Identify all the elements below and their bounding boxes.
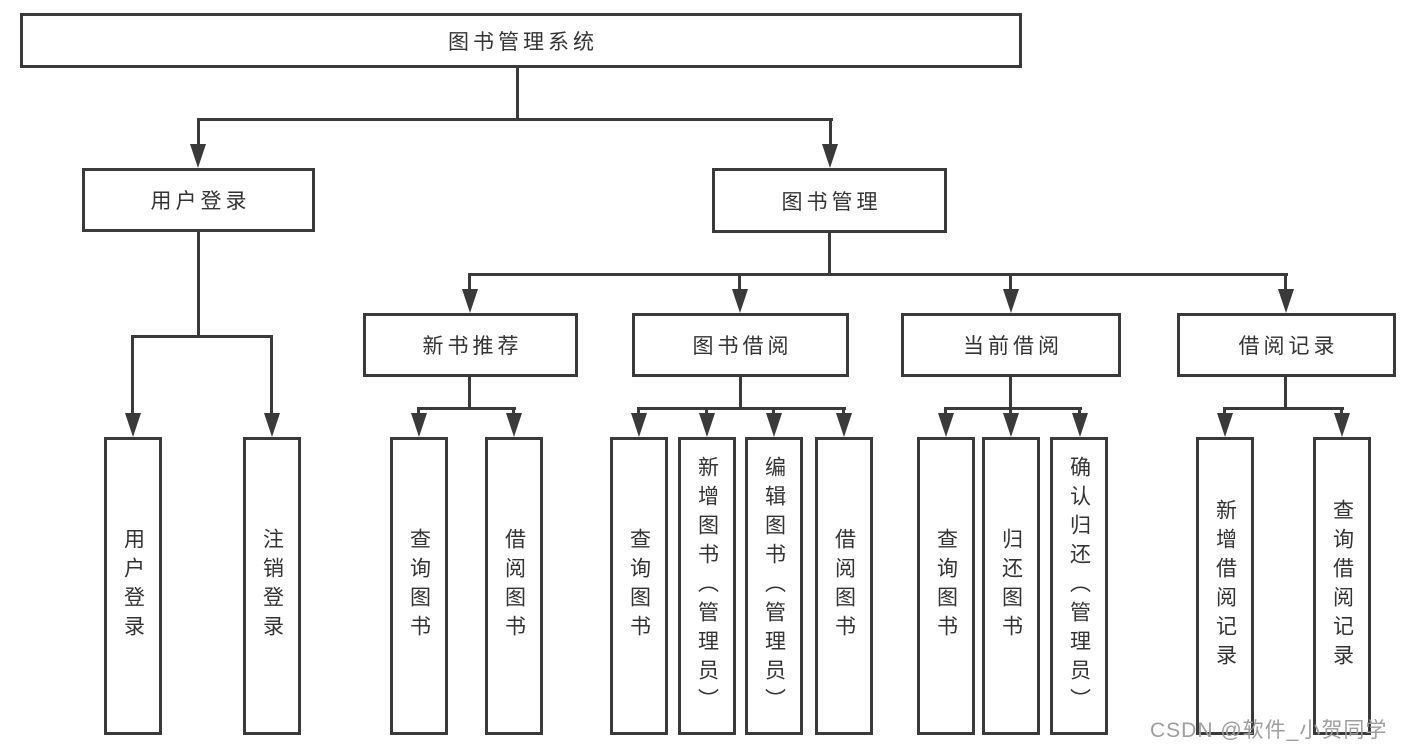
arrow-down-icon bbox=[836, 413, 852, 437]
leaf-query-borrow-record: 查询借阅记录 bbox=[1313, 437, 1371, 735]
node-book-management-label: 图书管理 bbox=[781, 190, 882, 214]
leaf-user-login-label: 用户登录 bbox=[121, 528, 145, 644]
connector-line bbox=[828, 233, 831, 276]
node-book-management: 图书管理 bbox=[712, 168, 947, 233]
leaf-borrow-books-label: 借阅图书 bbox=[502, 528, 526, 644]
connector-line bbox=[1009, 407, 1012, 415]
connector-line bbox=[829, 118, 832, 146]
connector-line bbox=[417, 407, 420, 415]
arrow-down-icon bbox=[462, 289, 478, 313]
connector-line bbox=[1340, 407, 1343, 415]
connector-line bbox=[270, 335, 273, 415]
leaf-query-borrow-record-label: 查询借阅记录 bbox=[1330, 499, 1354, 673]
node-current-borrow-label: 当前借阅 bbox=[963, 335, 1063, 358]
connector-line bbox=[512, 407, 515, 415]
arrow-down-icon bbox=[766, 413, 782, 437]
connector-line bbox=[516, 68, 519, 121]
arrow-down-icon bbox=[938, 413, 954, 437]
node-new-book-recommend: 新书推荐 bbox=[363, 313, 578, 377]
leaf-add-books-admin-label: 新增图书（管理员） bbox=[695, 455, 719, 717]
leaf-query-books-label: 查询图书 bbox=[407, 528, 431, 644]
leaf-user-login: 用户登录 bbox=[104, 437, 162, 735]
connector-line bbox=[944, 407, 1082, 410]
node-root-label: 图书管理系统 bbox=[448, 30, 598, 54]
arrow-down-icon bbox=[1278, 289, 1294, 313]
arrow-down-icon bbox=[1072, 413, 1088, 437]
arrow-down-icon bbox=[190, 144, 206, 168]
watermark: CSDN @软件_小贺同学 bbox=[1150, 719, 1388, 742]
connector-line bbox=[197, 118, 833, 121]
arrow-down-icon bbox=[1334, 413, 1350, 437]
leaf-confirm-return-admin-label: 确认归还（管理员） bbox=[1067, 455, 1091, 717]
connector-line bbox=[197, 232, 200, 337]
connector-line bbox=[1009, 273, 1012, 292]
leaf-return-books-label: 归还图书 bbox=[999, 528, 1023, 644]
arrow-down-icon bbox=[732, 289, 748, 313]
connector-line bbox=[1223, 407, 1226, 415]
arrow-down-icon bbox=[125, 413, 141, 437]
leaf-return-books: 归还图书 bbox=[982, 437, 1040, 735]
leaf-confirm-return-admin: 确认归还（管理员） bbox=[1050, 437, 1108, 735]
arrow-down-icon bbox=[699, 413, 715, 437]
connector-line bbox=[468, 273, 1288, 276]
leaf-logout-label: 注销登录 bbox=[260, 528, 284, 644]
connector-line bbox=[131, 335, 134, 415]
connector-line bbox=[131, 335, 273, 338]
connector-line bbox=[772, 407, 775, 415]
leaf-query-books-label: 查询图书 bbox=[627, 528, 651, 644]
node-borrow-records-label: 借阅记录 bbox=[1238, 335, 1339, 358]
node-root: 图书管理系统 bbox=[20, 13, 1022, 68]
connector-line bbox=[1078, 407, 1081, 415]
connector-line bbox=[1284, 377, 1287, 410]
arrow-down-icon bbox=[506, 413, 522, 437]
node-book-borrow: 图书借阅 bbox=[632, 313, 849, 377]
arrow-down-icon bbox=[631, 413, 647, 437]
node-new-book-recommend-label: 新书推荐 bbox=[422, 335, 523, 358]
connector-line bbox=[637, 407, 846, 410]
connector-line bbox=[705, 407, 708, 415]
leaf-query-books: 查询图书 bbox=[390, 437, 448, 735]
connector-line bbox=[739, 377, 742, 410]
connector-line bbox=[1223, 407, 1344, 410]
leaf-borrow-books: 借阅图书 bbox=[815, 437, 873, 735]
leaf-add-borrow-record: 新增借阅记录 bbox=[1196, 437, 1254, 735]
node-book-borrow-label: 图书借阅 bbox=[692, 335, 793, 358]
arrow-down-icon bbox=[411, 413, 427, 437]
leaf-add-books-admin: 新增图书（管理员） bbox=[678, 437, 736, 735]
arrow-down-icon bbox=[822, 144, 838, 168]
connector-line bbox=[197, 118, 200, 146]
connector-line bbox=[468, 377, 471, 410]
leaf-query-books-label: 查询图书 bbox=[934, 528, 958, 644]
node-current-borrow: 当前借阅 bbox=[901, 313, 1121, 377]
connector-line bbox=[1009, 377, 1012, 410]
connector-line bbox=[417, 407, 516, 410]
leaf-add-borrow-record-label: 新增借阅记录 bbox=[1213, 499, 1237, 673]
node-user-login-label: 用户登录 bbox=[150, 190, 251, 213]
arrow-down-icon bbox=[1003, 413, 1019, 437]
leaf-query-books: 查询图书 bbox=[917, 437, 975, 735]
arrow-down-icon bbox=[264, 413, 280, 437]
connector-line bbox=[1284, 273, 1287, 292]
leaf-edit-books-admin: 编辑图书（管理员） bbox=[745, 437, 803, 735]
leaf-borrow-books: 借阅图书 bbox=[485, 437, 543, 735]
node-borrow-records: 借阅记录 bbox=[1177, 313, 1396, 377]
connector-line bbox=[468, 273, 471, 292]
connector-line bbox=[738, 273, 741, 292]
connector-line bbox=[944, 407, 947, 415]
leaf-query-books: 查询图书 bbox=[610, 437, 668, 735]
arrow-down-icon bbox=[1003, 289, 1019, 313]
leaf-edit-books-admin-label: 编辑图书（管理员） bbox=[762, 455, 786, 717]
connector-line bbox=[842, 407, 845, 415]
leaf-borrow-books-label: 借阅图书 bbox=[832, 528, 856, 644]
node-user-login: 用户登录 bbox=[82, 168, 315, 232]
connector-line bbox=[637, 407, 640, 415]
arrow-down-icon bbox=[1217, 413, 1233, 437]
leaf-logout: 注销登录 bbox=[243, 437, 301, 735]
